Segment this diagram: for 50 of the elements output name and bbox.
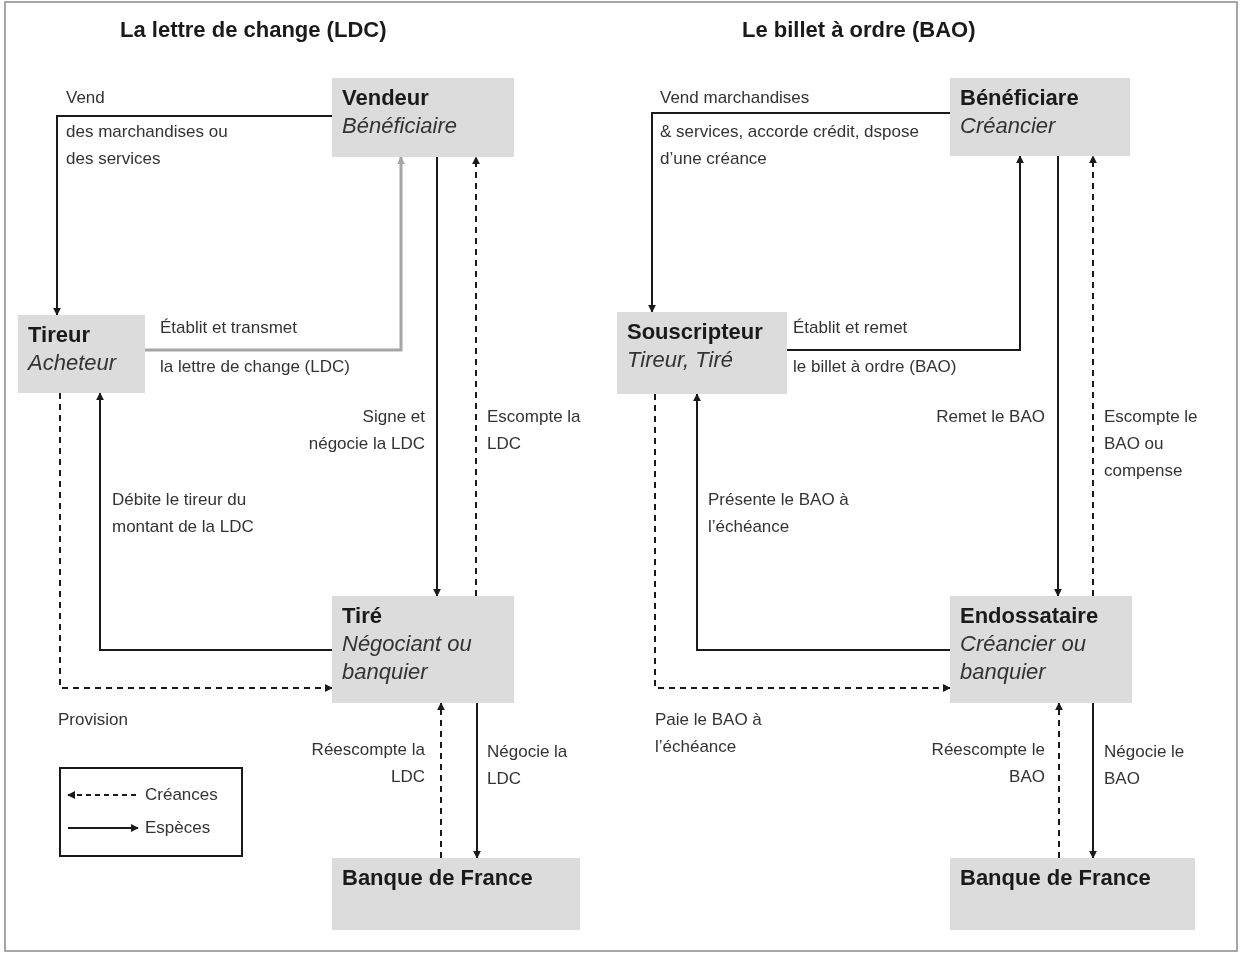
flow-arrow xyxy=(1089,155,1097,597)
flow-note: la lettre de change (LDC) xyxy=(160,356,350,378)
actor-name: Tiré xyxy=(342,602,383,630)
flow-arrow xyxy=(145,156,405,352)
actor-name: Souscripteur xyxy=(627,318,764,346)
actor-name: Endossataire xyxy=(960,602,1100,630)
actor-name: Vendeur xyxy=(342,84,430,112)
flow-note: Vend marchandises xyxy=(660,87,810,109)
flow-note: le billet à ordre (BAO) xyxy=(793,356,957,378)
flow-arrow xyxy=(472,156,480,597)
flow-arrow xyxy=(648,112,951,313)
actor-role: Négociant ou banquier xyxy=(342,630,473,686)
actor-role: Acheteur xyxy=(28,349,118,377)
flow-note: & services, accorde crédit, dspose d’une créance xyxy=(660,121,920,170)
legend-label: Espèces xyxy=(145,817,211,839)
flow-arrow xyxy=(693,393,951,651)
actor-name: Banque de France xyxy=(342,864,534,892)
flow-note: des marchandises ou des services xyxy=(66,121,229,170)
flow-arrow xyxy=(96,392,333,651)
flow-arrow xyxy=(654,393,951,692)
flow-note: Établit et remet xyxy=(793,317,908,339)
flow-arrow xyxy=(53,115,333,316)
actor-box xyxy=(950,596,1132,703)
section-title: Le billet à ordre (BAO) xyxy=(742,16,976,43)
actor-role: Bénéficiaire xyxy=(342,112,458,140)
actor-name: Tireur xyxy=(28,321,91,349)
section-title: La lettre de change (LDC) xyxy=(120,16,387,43)
flow-arrow xyxy=(1055,702,1063,859)
actor-name: Banque de France xyxy=(960,864,1152,892)
actor-role: Créancier ou banquier xyxy=(960,630,1087,686)
actor-box xyxy=(18,315,145,393)
flow-arrow xyxy=(1054,155,1062,597)
actor-box xyxy=(332,78,514,157)
flow-arrow xyxy=(59,392,333,692)
actor-box xyxy=(332,596,514,703)
flow-arrow xyxy=(786,155,1024,351)
flow-note: Vend xyxy=(66,87,105,109)
actor-box xyxy=(950,858,1195,930)
flow-arrow xyxy=(437,702,445,859)
flow-arrow xyxy=(473,702,481,859)
flow-arrow xyxy=(1089,702,1097,859)
actor-box xyxy=(617,312,787,394)
actor-role: Tireur, Tiré xyxy=(627,346,734,374)
actor-box xyxy=(950,78,1130,156)
flow-note: Établit et transmet xyxy=(160,317,297,339)
legend-label: Créances xyxy=(145,784,218,806)
flow-arrow xyxy=(433,156,441,597)
actor-role: Créancier xyxy=(960,112,1057,140)
actor-box xyxy=(332,858,580,930)
actor-name: Bénéficiare xyxy=(960,84,1080,112)
